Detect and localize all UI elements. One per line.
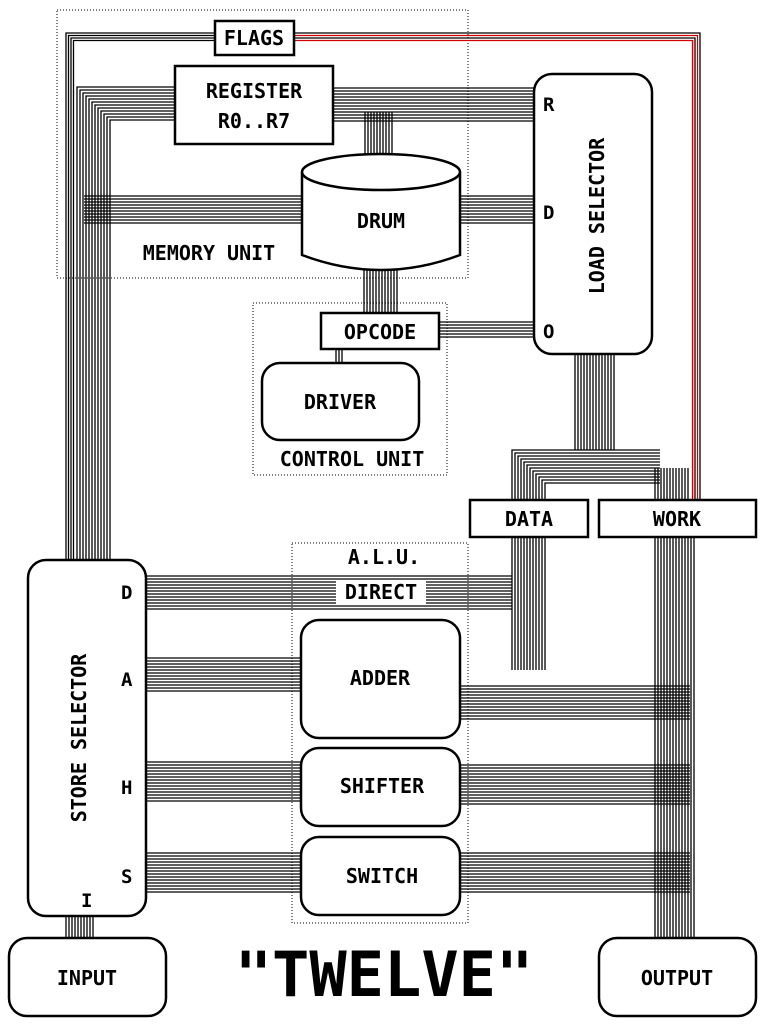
store-port-h: H — [121, 777, 132, 799]
flags-to-work-bus — [294, 34, 699, 502]
load-port-o: O — [543, 321, 554, 343]
store-selector-block — [26, 558, 148, 918]
bus-lines — [65, 32, 695, 940]
output-block — [597, 936, 758, 1018]
register-left-bus — [109, 119, 180, 560]
switch-block — [299, 835, 462, 917]
register-label-line1: REGISTER — [206, 79, 303, 103]
register-left-bus — [91, 101, 180, 560]
register-left-bus — [100, 110, 180, 560]
register-left-bus — [106, 116, 180, 560]
register-block — [173, 64, 335, 146]
register-left-bus — [94, 104, 180, 560]
data-label: DATA — [505, 507, 553, 531]
load-to-data-bus — [517, 455, 660, 502]
switch-label: SWITCH — [346, 864, 418, 888]
load-to-data-bus — [514, 452, 660, 502]
direct-label-bg — [336, 580, 426, 604]
memory-unit-label: MEMORY UNIT — [143, 241, 275, 265]
output-label: OUTPUT — [641, 966, 713, 990]
shifter-label: SHIFTER — [340, 774, 425, 798]
store-port-i: I — [81, 890, 92, 912]
diagram-title: "TWELVE" — [235, 938, 534, 1011]
data-block — [468, 498, 590, 539]
store-port-a: A — [121, 669, 133, 691]
load-to-data-bus — [520, 458, 660, 502]
load-to-data-bus — [511, 449, 660, 502]
load-to-data-bus — [529, 467, 660, 502]
opcode-label: OPCODE — [344, 320, 416, 344]
register-left-bus — [85, 95, 180, 560]
load-to-data-bus — [532, 470, 660, 502]
register-left-bus — [79, 89, 180, 560]
drum-label: DRUM — [357, 209, 405, 233]
shifter-block — [299, 746, 462, 828]
store-port-d: D — [121, 582, 132, 604]
alu-label: A.L.U. — [348, 545, 420, 569]
work-block — [597, 498, 758, 539]
flags-bus — [65, 32, 215, 560]
load-to-data-bus — [544, 482, 660, 502]
work-label: WORK — [653, 507, 701, 531]
load-to-data-bus — [538, 476, 660, 502]
flags-label: FLAGS — [224, 26, 284, 50]
flags-block — [213, 19, 296, 57]
register-left-bus — [88, 98, 180, 560]
load-port-d: D — [543, 202, 554, 224]
flags-to-work-bus — [294, 37, 696, 502]
control-unit-label: CONTROL UNIT — [280, 447, 425, 471]
store-selector-label: STORE SELECTOR — [67, 653, 91, 823]
load-selector-block — [532, 72, 654, 356]
load-selector-label: LOAD SELECTOR — [585, 137, 609, 294]
opcode-block — [319, 311, 441, 351]
load-to-data-bus — [535, 473, 660, 502]
register-left-bus — [82, 92, 180, 560]
load-to-data-bus — [526, 464, 660, 502]
driver-label: DRIVER — [304, 390, 377, 414]
load-to-data-bus — [523, 461, 660, 502]
direct-label: DIRECT — [345, 580, 417, 604]
register-label-line2: R0..R7 — [218, 109, 290, 133]
control-unit-group — [252, 302, 448, 476]
memory-unit-group — [56, 9, 469, 279]
driver-block — [260, 361, 421, 442]
store-port-s: S — [121, 866, 132, 888]
load-to-data-bus — [541, 479, 660, 502]
flags-bus — [67, 34, 215, 560]
flags-bus — [70, 37, 215, 560]
load-port-r: R — [543, 94, 555, 116]
register-left-bus — [97, 107, 180, 560]
drum-block — [300, 152, 462, 272]
input-block — [7, 936, 168, 1018]
adder-label: ADDER — [350, 666, 411, 690]
flags-to-work-bus — [294, 32, 701, 502]
register-left-bus — [76, 86, 180, 560]
input-label: INPUT — [57, 966, 117, 990]
flags-to-work-bus — [294, 39, 694, 502]
flags-bus — [72, 39, 215, 560]
adder-block — [299, 618, 462, 740]
register-left-bus — [103, 113, 180, 560]
alu-group — [291, 542, 469, 924]
flags-bus-red — [294, 32, 701, 502]
